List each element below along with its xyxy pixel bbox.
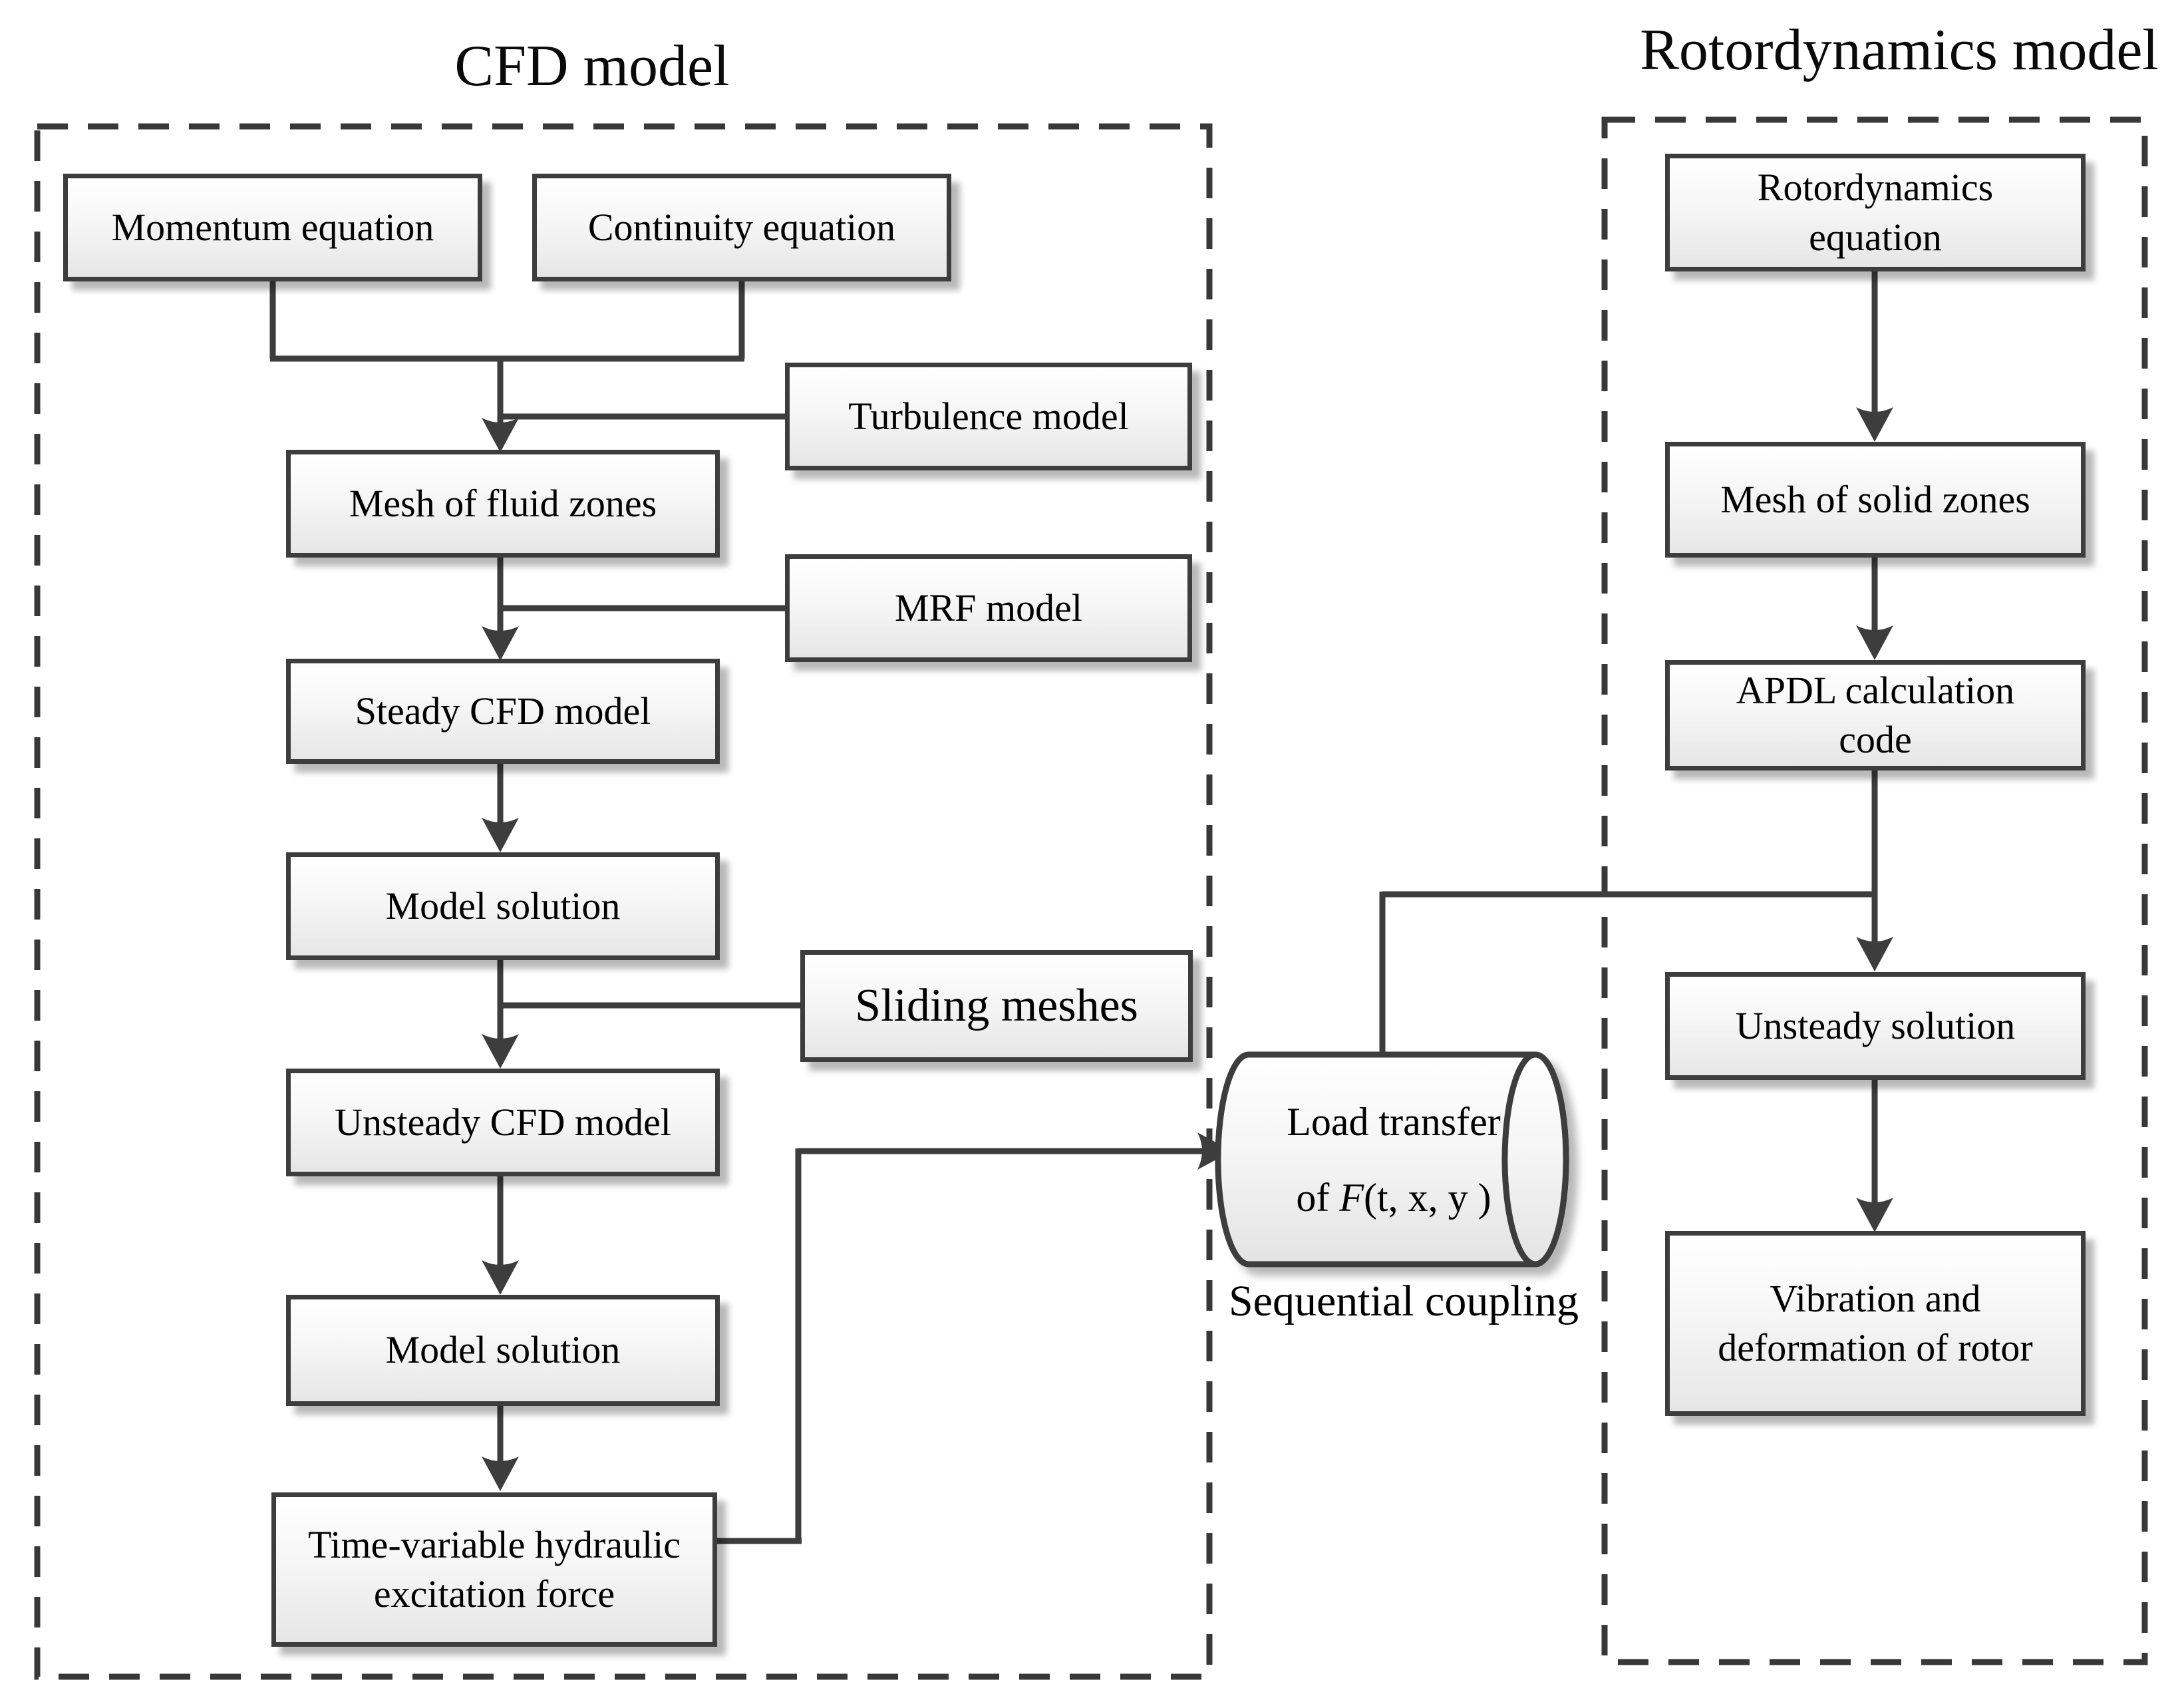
node-turbulence-model: Turbulence model	[785, 363, 1192, 470]
cylinder-label-line2: of F(t, x, y )	[1296, 1160, 1491, 1236]
rotordynamics-panel-title: Rotordynamics model	[1640, 18, 2159, 83]
sequential-coupling-caption: Sequential coupling	[1228, 1277, 1579, 1325]
node-vibration-and-deformation-of-rotor: Vibration and deformation of rotor	[1665, 1231, 2086, 1416]
node-mesh-of-fluid-zones: Mesh of fluid zones	[286, 450, 720, 558]
node-steady-cfd-model: Steady CFD model	[286, 659, 720, 764]
cylinder-label-f-symbol: F	[1339, 1175, 1364, 1220]
node-unsteady-solution: Unsteady solution	[1665, 972, 2086, 1080]
cfd-panel-title: CFD model	[454, 34, 730, 98]
cylinder-label: Load transfer of F(t, x, y )	[1254, 1055, 1533, 1264]
cylinder-label-line1: Load transfer	[1287, 1099, 1501, 1144]
cfd-container-border	[34, 123, 1213, 1680]
node-model-solution-2: Model solution	[286, 1295, 720, 1406]
rotordynamics-container-border	[1601, 116, 2148, 1665]
node-mesh-of-solid-zones: Mesh of solid zones	[1665, 442, 2086, 558]
node-sliding-meshes: Sliding meshes	[800, 950, 1193, 1062]
cylinder-label-line2-prefix: of	[1296, 1175, 1340, 1220]
node-mrf-model: MRF model	[785, 554, 1192, 662]
load-transfer-cylinder	[1215, 1051, 1569, 1268]
node-unsteady-cfd-model: Unsteady CFD model	[286, 1069, 720, 1176]
node-apdl-calculation-code: APDL calculation code	[1665, 660, 2086, 770]
arrowheads	[482, 407, 1893, 1491]
node-model-solution-1: Model solution	[286, 852, 720, 960]
node-continuity-equation: Continuity equation	[532, 174, 951, 281]
node-time-variable-hydraulic-excitation-force: Time-variable hydraulic excitation force	[271, 1492, 717, 1647]
flow-connectors	[269, 270, 1878, 1544]
node-rotordynamics-equation: Rotordynamics equation	[1665, 154, 2086, 271]
node-momentum-equation: Momentum equation	[63, 174, 482, 281]
cylinder-label-line2-suffix: (t, x, y )	[1364, 1175, 1491, 1220]
cylinder-cap	[1501, 1051, 1569, 1268]
